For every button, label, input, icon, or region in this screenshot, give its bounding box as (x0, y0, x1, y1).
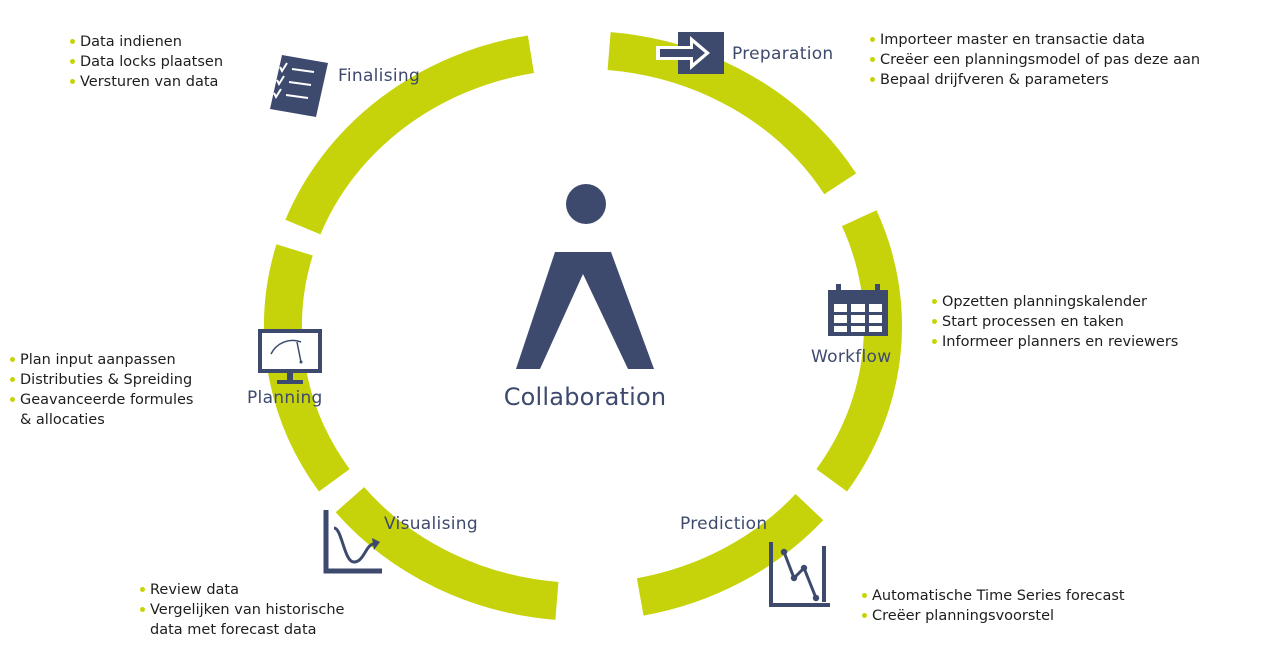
cycle-arc-segment (607, 32, 857, 195)
stage-label-prediction: Prediction (680, 514, 768, 534)
stage-label-visualising: Visualising (384, 514, 478, 534)
bullet-item: Vergelijken van historische data met for… (140, 600, 344, 640)
bullet-item: Automatische Time Series forecast (862, 586, 1125, 606)
stage-label-planning: Planning (247, 388, 323, 408)
stage-label-finalising: Finalising (338, 66, 421, 86)
bullet-item: Creëer een planningsmodel of pas deze aa… (870, 50, 1200, 70)
arrow-into-box-icon (656, 32, 724, 74)
bullet-item: Geavanceerde formules & allocaties (10, 390, 193, 430)
stage-label-workflow: Workflow (811, 347, 892, 367)
bullet-item: Importeer master en transactie data (870, 30, 1200, 50)
bullet-item: Data indienen (70, 32, 223, 52)
bullet-item: Data locks plaatsen (70, 52, 223, 72)
line-chart-icon (769, 542, 830, 607)
cycle-arc-segment (636, 493, 824, 616)
bullet-item: Plan input aanpassen (10, 350, 193, 370)
cycle-arc-segment (335, 486, 559, 620)
bullet-item: Bepaal drijfveren & parameters (870, 70, 1200, 90)
stage-label-preparation: Preparation (732, 44, 834, 64)
calendar-icon (828, 284, 888, 336)
center-label: Collaboration (503, 383, 667, 411)
monitor-icon (258, 329, 322, 384)
bullet-item: Review data (140, 580, 344, 600)
cycle-arc-segment (816, 210, 902, 492)
cycle-arc-segment (285, 35, 535, 235)
bullet-item: Creëer planningsvoorstel (862, 606, 1125, 626)
curve-chart-icon (323, 510, 382, 574)
bullet-item: Informeer planners en reviewers (932, 332, 1178, 352)
bullet-item: Opzetten planningskalender (932, 292, 1178, 312)
bullet-item: Versturen van data (70, 72, 223, 92)
checklist-icon (270, 55, 328, 117)
person-a-logo-icon (516, 184, 654, 369)
bullet-item: Start processen en taken (932, 312, 1178, 332)
bullet-item: Distributies & Spreiding (10, 370, 193, 390)
